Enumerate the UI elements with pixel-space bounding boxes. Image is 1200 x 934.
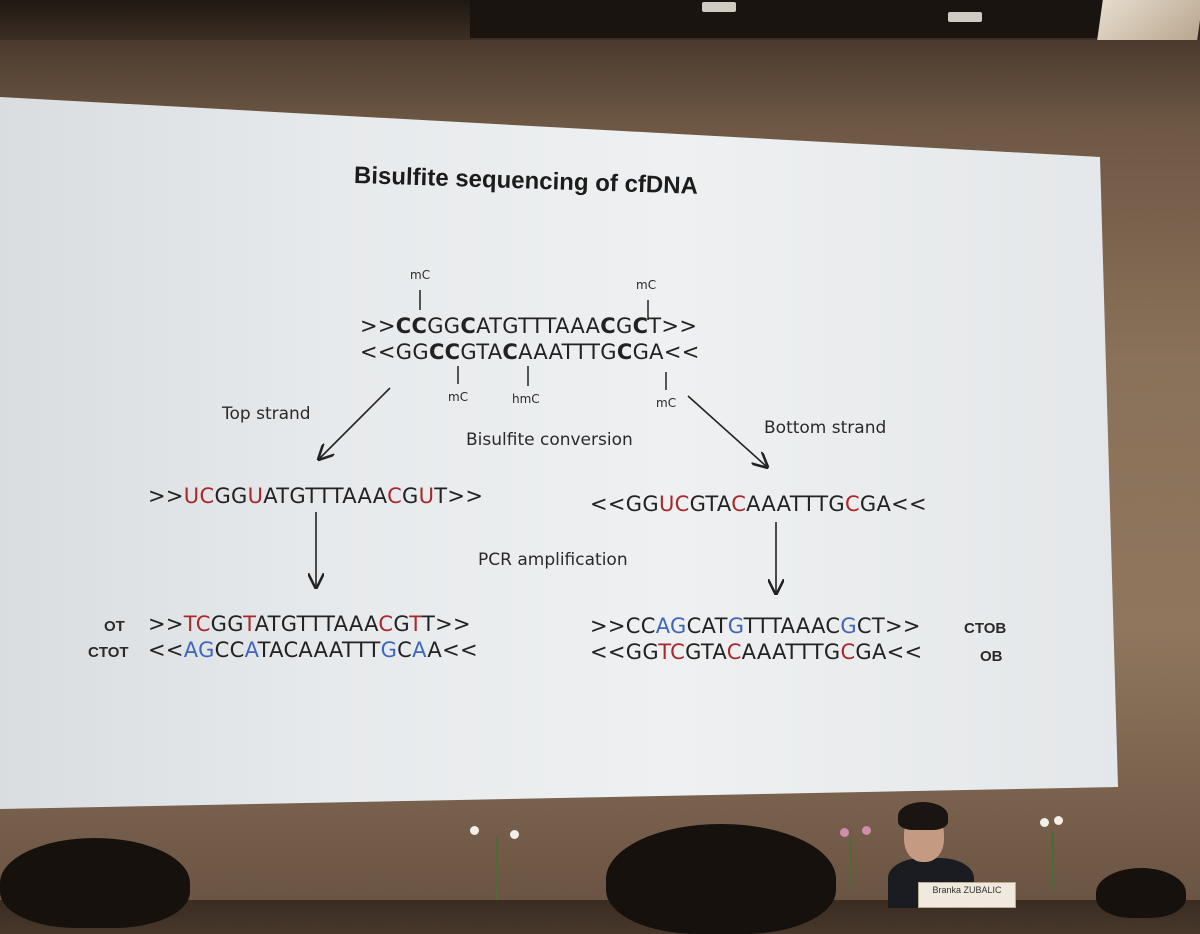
orchid-stem bbox=[496, 836, 498, 900]
ot-strand: >>TCGGTATGTTTAAACGTT>> bbox=[148, 612, 471, 636]
orchid-stem bbox=[850, 836, 852, 890]
label-top-strand: Top strand bbox=[222, 404, 311, 424]
mark-mc-bottom-2: mC bbox=[656, 396, 677, 410]
arrow-top-strand bbox=[320, 387, 391, 458]
ceiling-light bbox=[948, 12, 982, 22]
ceiling-fixture-strip bbox=[470, 0, 1110, 38]
diagram-arrows bbox=[0, 290, 1200, 900]
original-top-strand: >>CCGGCATGTTTAAACGCT>> bbox=[360, 314, 698, 338]
mark-mc-top-2: mC bbox=[636, 278, 657, 292]
orchid-stem bbox=[1052, 832, 1054, 892]
label-bottom-strand: Bottom strand bbox=[764, 418, 887, 438]
original-bottom-strand: <<GGCCGTACAAATTTGCGA<< bbox=[360, 340, 700, 364]
mark-mc-top-1: mC bbox=[410, 268, 431, 282]
tag-ob: OB bbox=[980, 648, 1003, 665]
mark-mc-bottom-1: mC bbox=[448, 390, 469, 404]
tag-ctot: CTOT bbox=[88, 644, 129, 661]
audience-head bbox=[606, 824, 836, 934]
orchid-flower bbox=[840, 828, 849, 837]
mark-hmc-bottom: hmC bbox=[512, 392, 540, 406]
ob-strand: <<GGTCGTACAAATTTGCGA<< bbox=[590, 640, 923, 664]
label-bisulfite-conversion: Bisulfite conversion bbox=[466, 430, 633, 450]
converted-bottom-strand: <<GGUCGTACAAATTTGCGA<< bbox=[590, 492, 927, 516]
orchid-flower bbox=[510, 830, 519, 839]
tag-ctob: CTOB bbox=[964, 620, 1007, 637]
arrow-bottom-strand bbox=[687, 395, 766, 466]
audience-head bbox=[1096, 868, 1186, 918]
converted-top-strand: >>UCGGUATGTTTAAACGUT>> bbox=[148, 484, 484, 508]
tag-ot: OT bbox=[104, 618, 125, 635]
speaker-nameplate: Branka ZUBALIC bbox=[918, 882, 1016, 908]
projection-screen bbox=[0, 97, 1118, 809]
ctot-strand: <<AGCCATACAAATTTGCAA<< bbox=[148, 638, 478, 662]
audience-head bbox=[0, 838, 190, 928]
orchid-flower bbox=[1054, 816, 1063, 825]
orchid-flower bbox=[862, 826, 871, 835]
ceiling-light bbox=[702, 2, 736, 12]
label-pcr-amplification: PCR amplification bbox=[478, 550, 628, 570]
orchid-flower bbox=[1040, 818, 1049, 827]
ctob-strand: >>CCAGCATGTTTAAACGCT>> bbox=[590, 614, 921, 638]
speaker-hair bbox=[898, 802, 948, 830]
orchid-flower bbox=[470, 826, 479, 835]
